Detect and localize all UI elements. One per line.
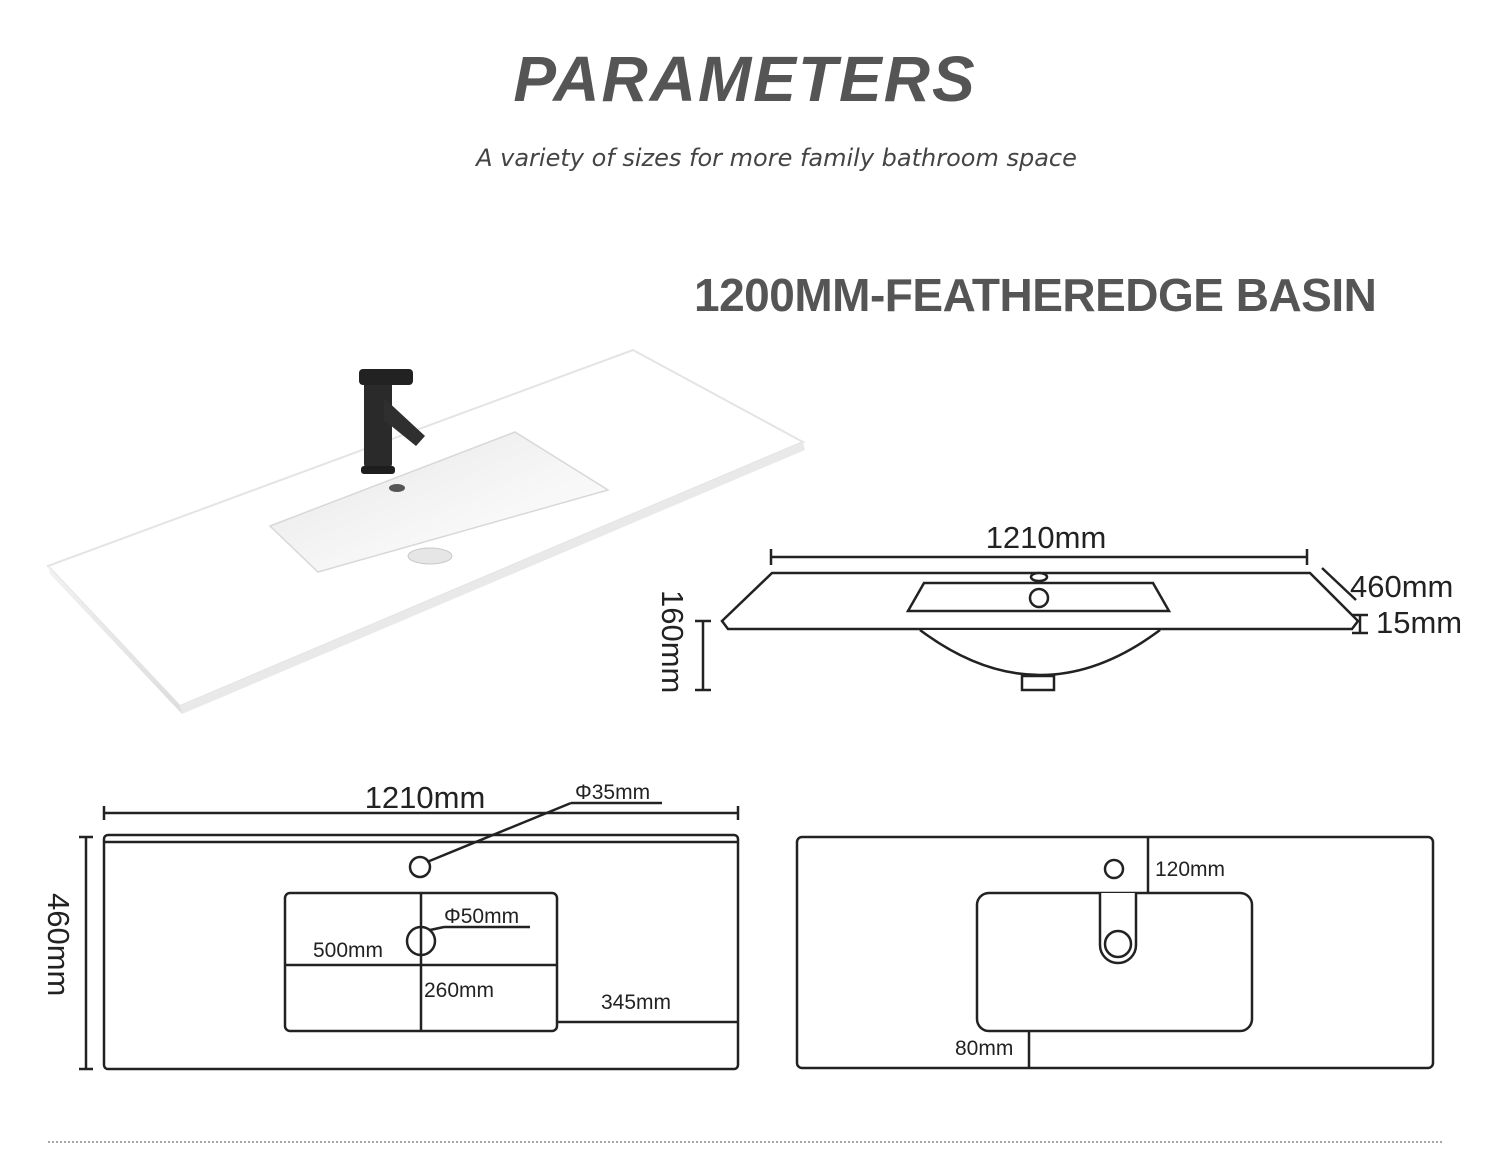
faucet (359, 369, 425, 474)
side-view (695, 549, 1368, 692)
tap-hole-label: Φ35mm (575, 781, 650, 804)
bottom-offset-label: 80mm (955, 1037, 1013, 1060)
top-view (79, 801, 740, 1071)
page-subtitle: A variety of sizes for more family bathr… (476, 144, 1077, 172)
side-edge-label: 15mm (1376, 605, 1462, 640)
basin-photo (46, 348, 806, 714)
drain-hole-label: Φ50mm (444, 905, 519, 928)
tap-offset-label: 120mm (1155, 858, 1225, 881)
side-width-label: 1210mm (986, 520, 1107, 555)
side-height-label: 160mm (655, 590, 690, 693)
side-offset-label: 345mm (601, 991, 671, 1014)
bowl-length-label: 500mm (313, 939, 383, 962)
page-title: PARAMETERS (513, 43, 977, 115)
top-width-label: 1210mm (365, 780, 486, 815)
bowl-depth-label: 260mm (424, 979, 494, 1002)
side-depth-label: 460mm (1350, 569, 1453, 604)
product-name: 1200MM-FEATHEREDGE BASIN (694, 269, 1377, 321)
front-view (795, 835, 1435, 1070)
top-depth-label: 460mm (41, 893, 76, 996)
